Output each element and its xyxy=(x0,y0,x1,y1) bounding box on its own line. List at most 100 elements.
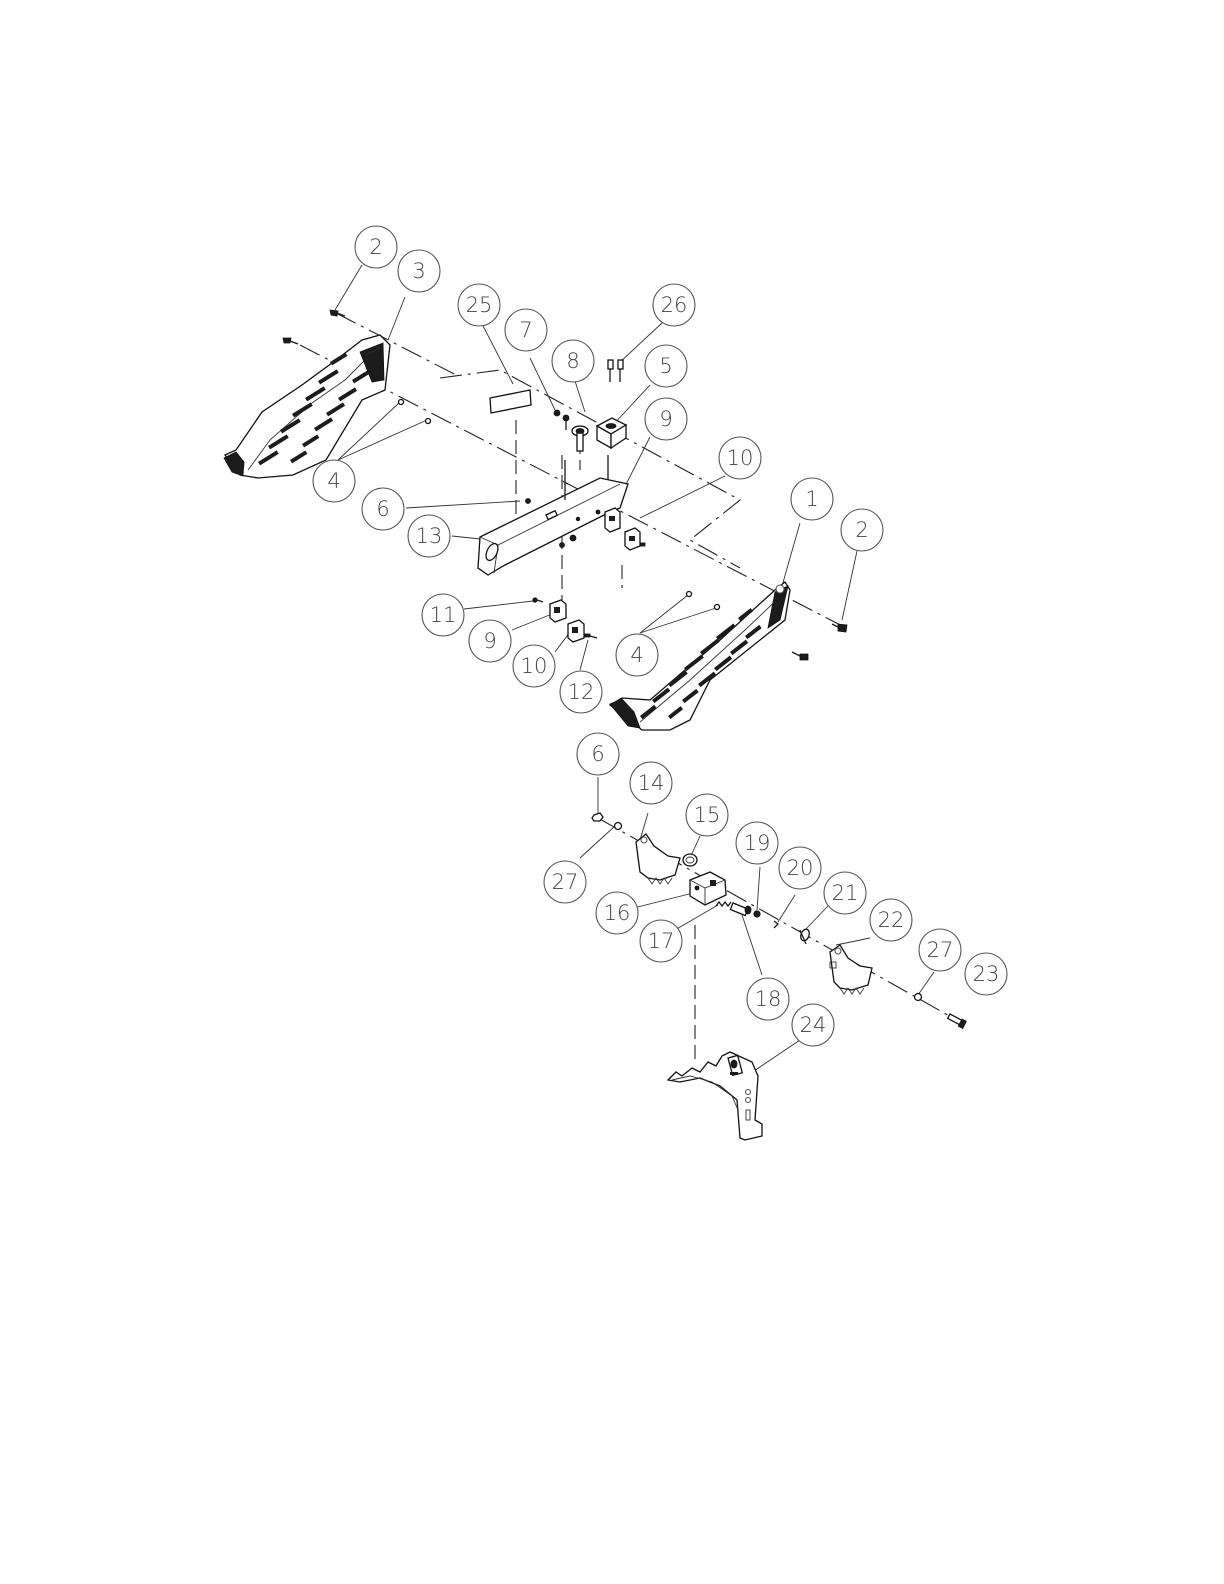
washer-27-right xyxy=(915,994,922,1001)
svg-text:27: 27 xyxy=(552,870,579,894)
housing-16 xyxy=(690,872,726,905)
callout-21: 21 xyxy=(824,872,866,914)
svg-text:21: 21 xyxy=(832,881,859,905)
svg-text:3: 3 xyxy=(412,259,425,283)
callout-4-left: 4 xyxy=(313,460,355,502)
callout-23: 23 xyxy=(965,953,1007,995)
bracket-10-upper xyxy=(625,528,645,550)
svg-text:19: 19 xyxy=(744,831,771,855)
screw-2-left xyxy=(330,310,345,316)
callout-10-upper: 10 xyxy=(719,437,761,479)
callout-15: 15 xyxy=(686,794,728,836)
callout-4-right: 4 xyxy=(616,634,658,676)
spring-21 xyxy=(799,928,811,944)
callout-27-left: 27 xyxy=(544,861,586,903)
svg-text:6: 6 xyxy=(376,497,389,521)
svg-text:27: 27 xyxy=(927,938,954,962)
screw-11 xyxy=(533,598,543,602)
callout-9-lower: 9 xyxy=(469,620,511,662)
svg-text:5: 5 xyxy=(659,354,672,378)
ratchet-plate-22 xyxy=(830,945,872,994)
svg-text:2: 2 xyxy=(855,518,868,542)
svg-text:23: 23 xyxy=(973,962,1000,986)
svg-text:10: 10 xyxy=(521,654,548,678)
svg-text:26: 26 xyxy=(661,293,688,317)
screw-left-pad xyxy=(283,338,298,344)
support-plate-24 xyxy=(668,1052,762,1140)
svg-text:17: 17 xyxy=(648,929,675,953)
callout-bubbles: 2 3 25 7 26 8 5 9 xyxy=(313,226,1007,1046)
svg-text:24: 24 xyxy=(800,1013,827,1037)
callout-5: 5 xyxy=(645,345,687,387)
callout-6-upper: 6 xyxy=(362,488,404,530)
screw-12 xyxy=(584,634,597,638)
screw-right-pad xyxy=(792,652,808,660)
callout-1: 1 xyxy=(791,478,833,520)
washers-4-right xyxy=(687,592,720,610)
callout-2-top-left: 2 xyxy=(355,226,397,268)
svg-text:4: 4 xyxy=(327,469,340,493)
callout-11: 11 xyxy=(422,594,464,636)
spring-15 xyxy=(683,854,697,866)
callout-14: 14 xyxy=(630,762,672,804)
svg-text:4: 4 xyxy=(630,643,643,667)
callout-16: 16 xyxy=(596,892,638,934)
screw-7 xyxy=(554,410,569,430)
svg-text:22: 22 xyxy=(878,908,905,932)
svg-text:9: 9 xyxy=(483,629,496,653)
svg-text:11: 11 xyxy=(430,603,457,627)
svg-text:10: 10 xyxy=(727,446,754,470)
svg-text:2: 2 xyxy=(369,235,382,259)
left-step-pad xyxy=(224,335,390,478)
clip-20 xyxy=(774,921,778,928)
svg-text:13: 13 xyxy=(416,524,443,548)
callout-10-lower: 10 xyxy=(513,645,555,687)
washers-4-left xyxy=(399,400,431,424)
decal-25 xyxy=(490,390,531,413)
callout-6-lower: 6 xyxy=(577,733,619,775)
screw-2-right xyxy=(832,624,847,632)
shaft-18 xyxy=(730,903,751,915)
svg-text:15: 15 xyxy=(694,803,721,827)
nut-6-lower xyxy=(592,813,603,821)
callout-13: 13 xyxy=(408,515,450,557)
callout-18: 18 xyxy=(747,978,789,1020)
bolt-26 xyxy=(608,360,623,382)
callout-17: 17 xyxy=(640,920,682,962)
svg-text:8: 8 xyxy=(566,349,579,373)
callout-27-right: 27 xyxy=(919,929,961,971)
callout-9-upper: 9 xyxy=(645,398,687,440)
svg-text:1: 1 xyxy=(805,487,818,511)
svg-text:25: 25 xyxy=(466,293,493,317)
svg-text:14: 14 xyxy=(638,771,665,795)
callout-19: 19 xyxy=(736,822,778,864)
svg-text:9: 9 xyxy=(659,407,672,431)
callout-8: 8 xyxy=(552,340,594,382)
svg-text:20: 20 xyxy=(787,856,814,880)
spring-17 xyxy=(716,902,731,906)
callout-24: 24 xyxy=(792,1004,834,1046)
washer-27-left xyxy=(615,823,622,830)
svg-text:12: 12 xyxy=(568,680,595,704)
block-5 xyxy=(597,418,626,448)
callout-7: 7 xyxy=(505,309,547,351)
svg-text:6: 6 xyxy=(591,742,604,766)
callout-3: 3 xyxy=(398,250,440,292)
assembly-center-lines xyxy=(300,313,960,1062)
ratchet-plate-14 xyxy=(636,834,680,884)
callout-20: 20 xyxy=(779,847,821,889)
bracket-10-lower xyxy=(568,620,584,642)
pin-8 xyxy=(572,426,588,451)
bolt-23 xyxy=(948,1014,967,1028)
nut-19 xyxy=(754,911,760,917)
callout-22: 22 xyxy=(870,899,912,941)
callout-25: 25 xyxy=(458,284,500,326)
svg-text:7: 7 xyxy=(519,318,532,342)
bracket-9-upper xyxy=(596,508,620,532)
svg-text:16: 16 xyxy=(604,901,631,925)
bracket-9-lower xyxy=(550,600,566,622)
svg-text:18: 18 xyxy=(755,987,782,1011)
callout-12: 12 xyxy=(560,671,602,713)
